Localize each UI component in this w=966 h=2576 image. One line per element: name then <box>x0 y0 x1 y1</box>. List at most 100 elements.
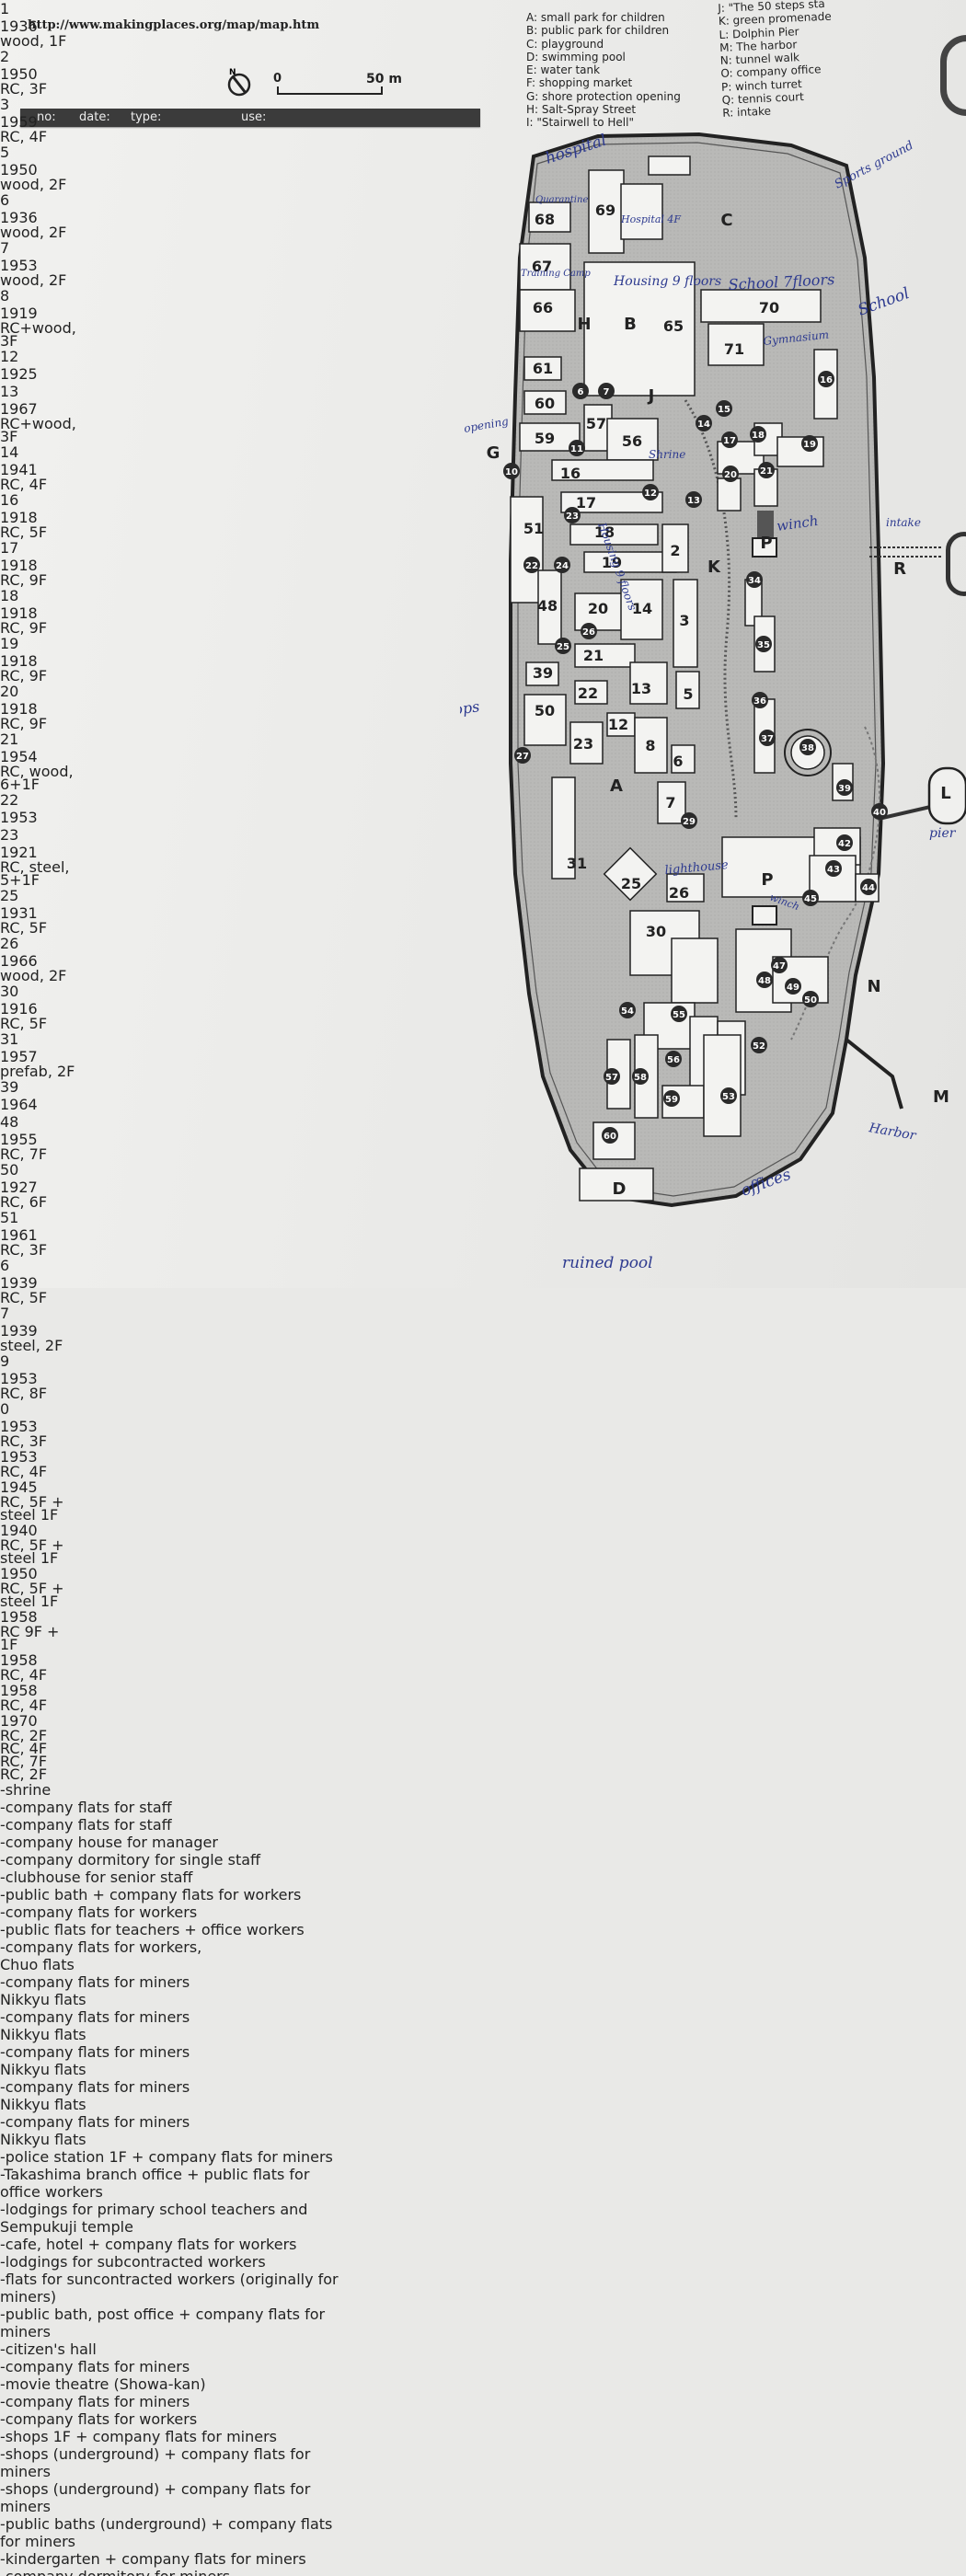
marker-number: 52 <box>753 1041 765 1052</box>
marker-number: 12 <box>644 489 657 499</box>
row-date: 1970 <box>0 1712 38 1730</box>
handwritten-note: Shrine <box>649 448 685 461</box>
row-type: RC, 5F + steel 1F <box>0 1493 64 1524</box>
marker-number: 50 <box>804 995 817 1006</box>
row-type: RC, 4F <box>0 1740 48 1757</box>
row-type: RC, 4F <box>0 476 48 493</box>
row-no: 5 <box>0 144 10 161</box>
row-use: -company house for manager <box>0 1834 218 1851</box>
building-marker-icon <box>836 834 853 851</box>
row-no: 7 <box>0 239 10 257</box>
row-type: RC, 9F <box>0 715 48 732</box>
building-marker-icon <box>751 1037 767 1053</box>
building-marker-icon <box>801 435 818 452</box>
building-marker-icon <box>836 779 853 796</box>
building-marker-icon <box>825 860 842 877</box>
building-number: 25 <box>621 875 641 892</box>
row-type: RC, 5F + steel 1F <box>0 1580 64 1610</box>
marker-number: 44 <box>862 883 875 893</box>
marker-number: 17 <box>723 436 736 446</box>
building-number: 39 <box>533 664 553 682</box>
building-number: 2 <box>670 542 680 559</box>
row-no: 39 <box>0 1078 19 1096</box>
marker-number: 38 <box>801 743 814 753</box>
row-type: RC, 5F <box>0 919 48 937</box>
row-use: miners <box>0 2498 51 2515</box>
row-type: RC, 4F <box>0 1666 48 1684</box>
building-number: 60 <box>535 395 555 412</box>
row-use: miners <box>0 2463 51 2480</box>
row-type: RC, wood, 6+1F <box>0 763 74 793</box>
row-date: 1958 <box>0 1682 38 1699</box>
building-marker-icon <box>554 557 570 573</box>
marker-number: 45 <box>804 894 817 904</box>
building-marker-icon <box>752 692 768 708</box>
row-type: RC, 4F <box>0 128 48 145</box>
building-number: 3 <box>679 612 689 629</box>
marker-number: 60 <box>604 1132 616 1142</box>
map-letter-m: M <box>933 1087 949 1107</box>
marker-number: 25 <box>557 642 569 652</box>
marker-number: 22 <box>525 561 538 571</box>
row-type: RC, 5F + steel 1F <box>0 1536 64 1567</box>
marker-number: 20 <box>724 470 737 480</box>
row-type: prefab, 2F <box>0 1063 75 1080</box>
row-type: RC+wood, 3F <box>0 319 76 350</box>
marker-number: 42 <box>838 839 851 849</box>
row-use: -public baths (underground) + company fl… <box>0 2515 333 2533</box>
row-use: Nikkyu flats <box>0 1991 86 2008</box>
marker-number: 7 <box>604 387 610 397</box>
map-letter-p: P <box>760 534 772 553</box>
row-date: 1945 <box>0 1478 38 1496</box>
building-number: 16 <box>560 465 581 482</box>
building-marker-icon <box>696 415 712 431</box>
row-use: Nikkyu flats <box>0 2026 86 2043</box>
handwritten-note: Quarantine <box>535 195 588 205</box>
row-date: 1918 <box>0 604 38 622</box>
building-marker-icon <box>716 400 732 417</box>
building-number: 51 <box>523 520 544 537</box>
row-date: 1953 <box>0 1448 38 1466</box>
row-use: -clubhouse for senior staff <box>0 1869 193 1886</box>
row-type: RC+wood, 3F <box>0 415 76 445</box>
building-number: 30 <box>646 923 666 940</box>
marker-number: 24 <box>556 561 569 571</box>
row-no: 13 <box>0 383 19 400</box>
row-use: -company flats for miners <box>0 2043 190 2061</box>
row-use: -company flats for miners <box>0 2358 190 2375</box>
handwritten-note: lighthouse <box>664 858 730 878</box>
building-number: 59 <box>535 430 555 447</box>
row-use: -shops (underground) + company flats for <box>0 2445 311 2463</box>
building-marker-icon <box>720 1087 737 1104</box>
building-marker-icon <box>721 431 738 448</box>
building-marker-icon <box>619 1002 636 1018</box>
north-arrow-icon: N <box>227 68 383 97</box>
row-no: 31 <box>0 1030 19 1048</box>
row-use: -movie theatre (Showa-kan) <box>0 2375 206 2393</box>
building-number: 50 <box>535 702 555 719</box>
header-date: date: <box>79 110 110 124</box>
row-use: -shops 1F + company flats for miners <box>0 2428 277 2445</box>
building-marker-icon <box>685 491 702 508</box>
row-date: 1950 <box>0 1565 38 1582</box>
handwritten-note: Housing 9 floors <box>613 274 721 289</box>
building-marker-icon <box>564 507 581 523</box>
row-date: 1919 <box>0 305 38 322</box>
row-no: 14 <box>0 443 19 461</box>
row-use: -public bath + company flats for workers <box>0 1886 302 1903</box>
row-use: -company flats for miners <box>0 1973 190 1991</box>
row-use: Nikkyu flats <box>0 2061 86 2078</box>
row-use: for miners <box>0 2533 76 2550</box>
marker-number: 27 <box>516 752 529 762</box>
row-date: 1936 <box>0 209 38 226</box>
handwritten-note: Hospital 4F <box>620 213 681 225</box>
row-no: 12 <box>0 348 19 365</box>
row-use: miners <box>0 2323 51 2340</box>
row-type: RC, 9F <box>0 619 48 637</box>
marker-number: 55 <box>673 1010 685 1020</box>
scale-bar: N 0 50 m <box>225 66 409 103</box>
building-number: 70 <box>759 299 779 316</box>
row-use: -company flats for staff <box>0 1816 172 1834</box>
